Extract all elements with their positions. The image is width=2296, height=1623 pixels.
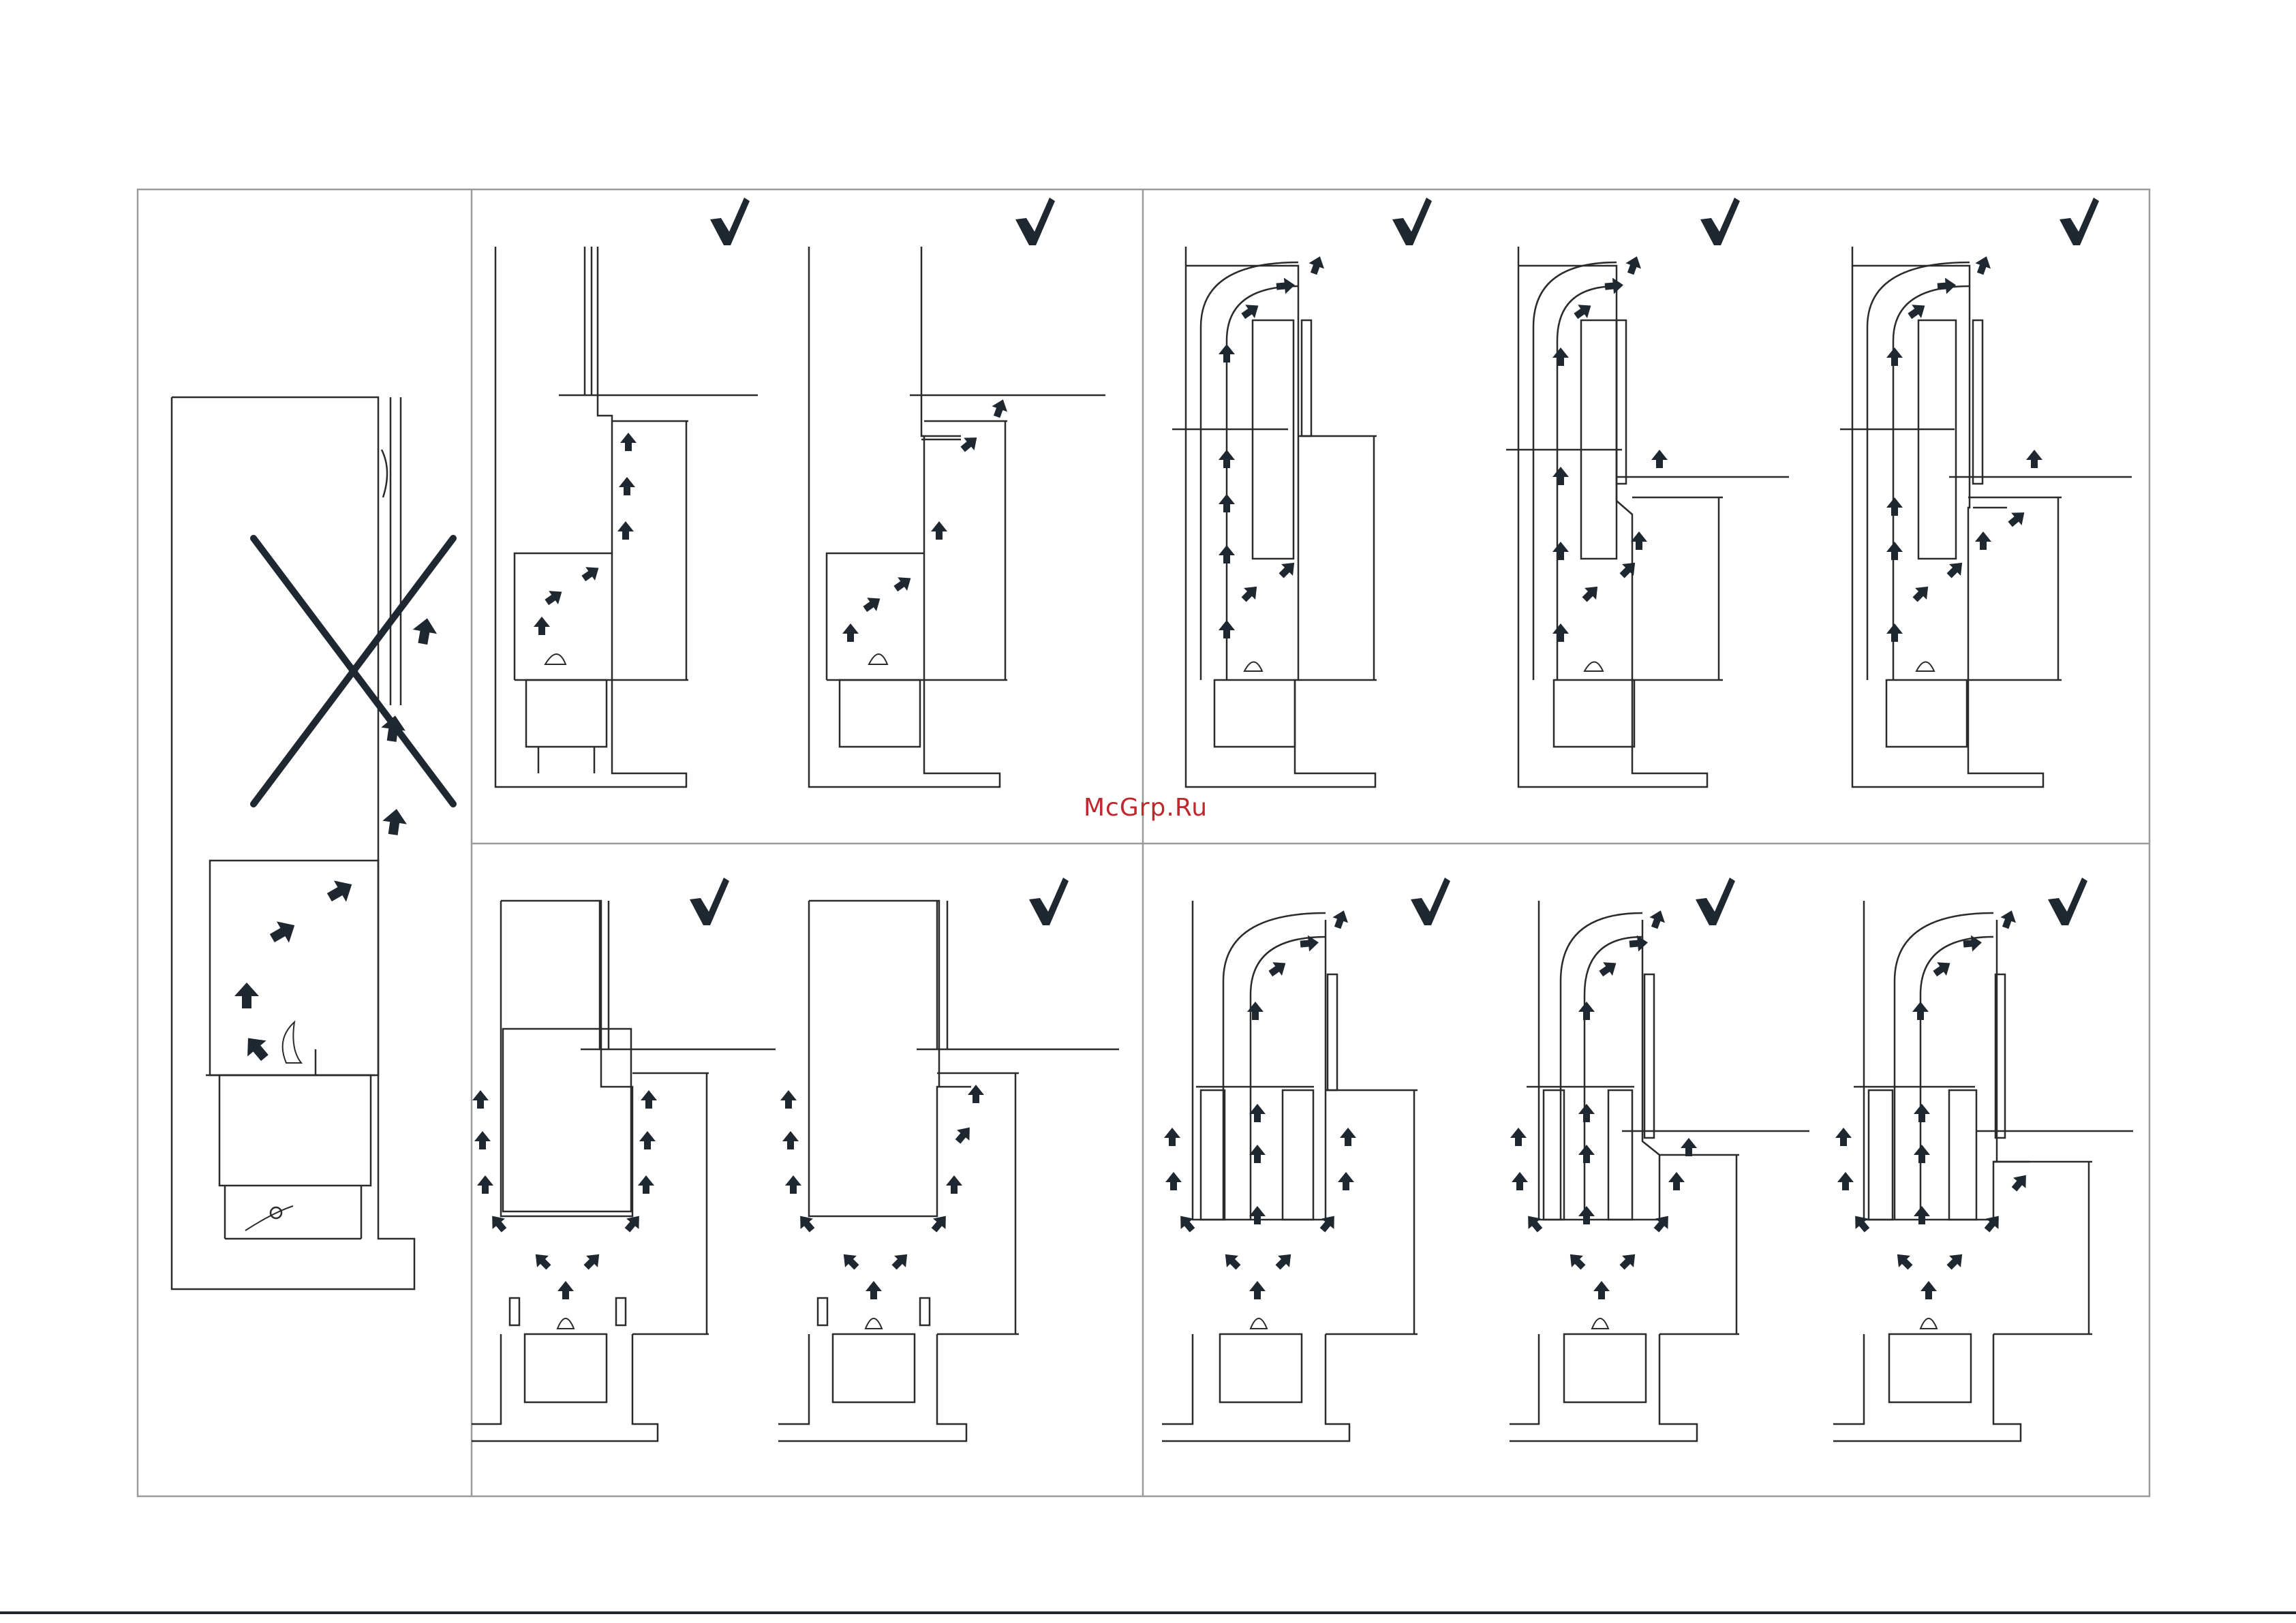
check-icon [2048,878,2087,925]
bottom-panel-3 [1162,901,1418,1441]
bottom-divider [0,1611,2296,1614]
panel-incorrect [172,397,414,1289]
top-panel-2 [809,247,1105,787]
cross-icon [254,538,453,804]
check-icon [710,198,750,245]
check-icon [1700,198,1740,245]
bottom-panel-5 [1833,901,2133,1441]
check-icon [1392,198,1432,245]
check-icon [1029,878,1069,925]
check-icon [1411,878,1450,925]
check-icon [690,878,729,925]
check-icon [1015,198,1055,245]
check-icon [1696,878,1735,925]
bottom-panel-1 [472,901,776,1441]
bottom-panel-2 [778,901,1119,1441]
top-panel-3 [1172,247,1377,787]
top-panel-5 [1840,247,2132,787]
airflow-arrows-incorrect [234,616,440,1066]
panel-frame [138,189,2149,1496]
top-panel-4 [1506,247,1789,787]
bottom-panel-4 [1510,901,1809,1441]
watermark-text: McGrp.Ru [1084,794,1208,822]
airflow-arrows [472,253,2042,1299]
top-panel-1 [495,247,758,787]
check-icons [690,198,2099,925]
check-icon [2060,198,2099,245]
